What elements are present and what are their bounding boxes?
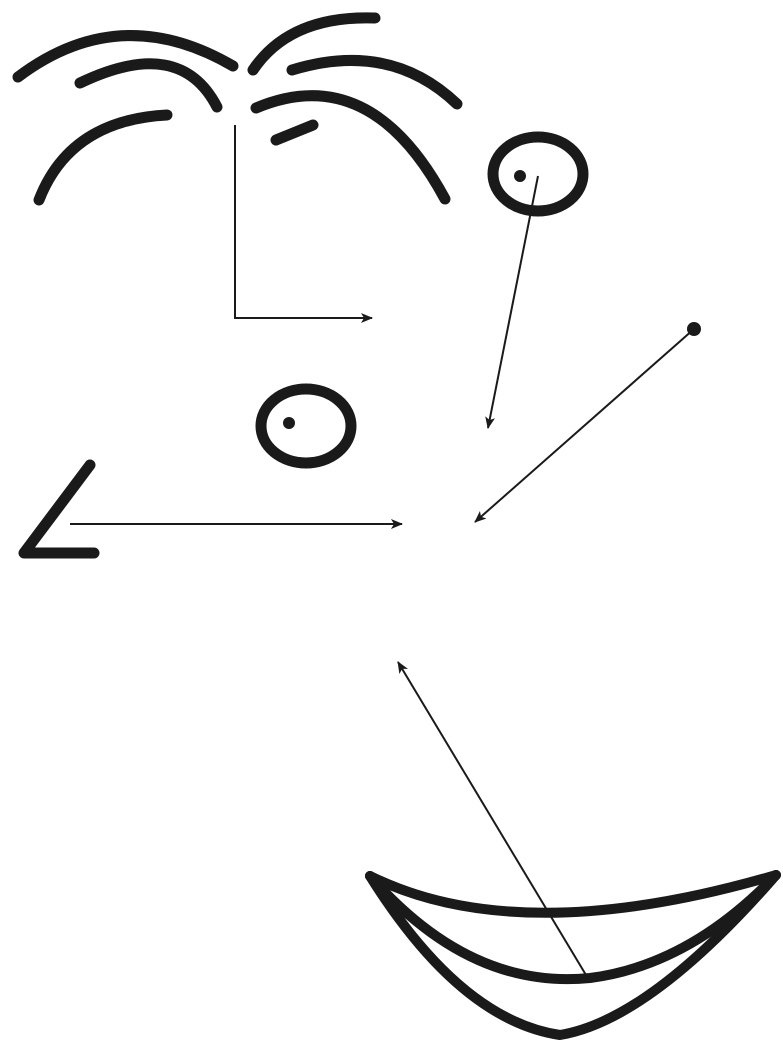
nose-icon — [18, 459, 100, 559]
eye-icon — [487, 131, 589, 217]
hair-stroke — [12, 30, 239, 83]
hair-stroke — [247, 12, 381, 76]
hair-stroke — [33, 109, 173, 206]
arrow-icon — [234, 125, 373, 323]
hair-stroke — [250, 90, 451, 205]
hair-stroke — [286, 55, 463, 110]
hair-strokes-icon — [12, 12, 463, 206]
hair-stroke — [74, 58, 223, 113]
pupil — [514, 170, 526, 182]
dot-icon — [687, 322, 701, 336]
eye-outline — [255, 383, 357, 469]
mouth-upper-lip — [365, 870, 781, 918]
eye-icon — [255, 383, 357, 469]
smiling-mouth-icon — [365, 870, 781, 1040]
eye-outline — [487, 131, 589, 217]
arrow-icon — [397, 661, 587, 976]
arrow-icon — [485, 175, 539, 429]
pupil — [283, 417, 295, 429]
mouth-lower-lip — [365, 870, 781, 985]
hair-stroke — [270, 119, 319, 146]
arrows — [70, 125, 695, 976]
mouth-outer — [365, 870, 781, 1040]
arrow-icon — [474, 328, 695, 523]
